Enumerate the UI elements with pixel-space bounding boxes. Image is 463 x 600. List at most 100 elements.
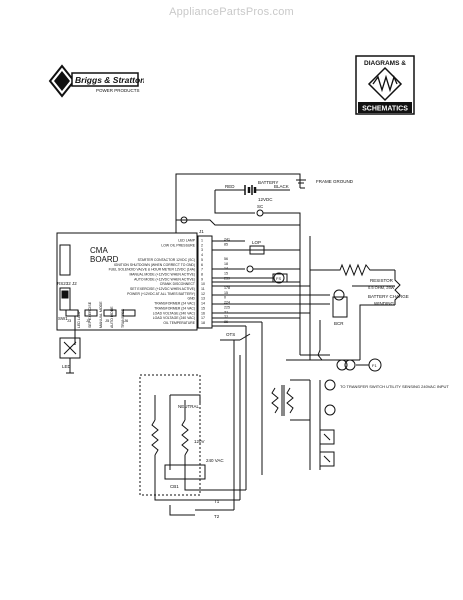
pin-description: IGNITION SHUTDOWN (WHEN CORRECT TO GND) (114, 263, 195, 267)
neutral-label: NEUTRAL (178, 404, 200, 409)
charge-winding (394, 270, 401, 305)
led-label: LED (62, 364, 72, 369)
pin-number: 11 (201, 287, 205, 291)
pin-number: 5 (201, 258, 203, 262)
pin-description: LOAD VOLTAGE (240 VAC) (153, 311, 195, 315)
battery-charge-label: BATTERY CHARGE (368, 294, 409, 299)
pin-description: TRANSFORMER (24 VAC) (154, 306, 195, 310)
resistor-label: RESISTOR (370, 278, 394, 283)
wire-number: 15 (224, 291, 228, 295)
pin-description: GND (187, 297, 195, 301)
wire-number: 225 (224, 305, 230, 309)
stator-winding-2 (181, 419, 189, 456)
pin-description: SET EXERCISE (+12VDC WHEN ACTIVE) (130, 287, 195, 291)
board-bottom-label: AUTO MODE (110, 306, 114, 328)
pin-number: 12 (201, 292, 205, 296)
j1-label: J1 (199, 229, 204, 234)
wire-number: T1 (224, 310, 228, 314)
board-bottom-label: LED LAMP (77, 310, 81, 328)
j4-label: J4 (86, 318, 91, 323)
pin-number: 14 (201, 302, 205, 306)
bcr-relay (332, 296, 348, 318)
pin-number: 4 (201, 253, 203, 257)
wire-number: 178 (224, 286, 230, 290)
pin-description: LED LAMP (178, 239, 196, 243)
pin-number: 2 (201, 243, 203, 247)
t2-label: T2 (214, 514, 220, 519)
wire-number: 85 (224, 242, 228, 246)
pin-number: 15 (201, 306, 205, 310)
wire-number: 224 (224, 301, 230, 305)
pin-description: CRANK DISCONNECT (160, 282, 195, 286)
wire-number: 0 (224, 296, 226, 300)
rs232-label: RS232 (57, 281, 71, 286)
pin-description: AUTO MODE (+12VDC WHEN ACTIVE) (134, 277, 195, 281)
wire-number: 239 (224, 276, 230, 280)
transfer-label: TO TRANSFER SWITCH UTILITY SENSING 240VA… (340, 384, 449, 389)
wire-number: 241 (224, 238, 230, 242)
lop-switch (249, 245, 265, 255)
winding-label: WINDING (374, 301, 394, 306)
sc-label: SC (257, 204, 264, 209)
board-title: CMA (90, 246, 108, 255)
wire-number: T2 (224, 315, 228, 319)
black-label: BLACK (274, 184, 289, 189)
pin-description: FUEL SOLENOID VALVE & HOUR METER 12VDC (… (109, 268, 195, 272)
transfer-relay-1 (319, 429, 335, 445)
cma-board (56, 232, 198, 331)
wire-number: 56 (224, 257, 228, 261)
stator-winding-1 (151, 419, 159, 456)
wire-number: 15 (224, 271, 228, 275)
pin-number: 18 (201, 321, 205, 325)
badge-bottom-text: SCHEMATICS (362, 106, 408, 113)
j2-label: J2 (72, 281, 77, 286)
board-bottom-label: MANUAL MODE (99, 301, 103, 328)
pin-number: 3 (201, 248, 203, 252)
pin-number: 17 (201, 316, 205, 320)
lop-label: LOP (252, 240, 261, 245)
cb1-label: CB1 (170, 484, 179, 489)
pin-number: 7 (201, 268, 203, 272)
j2-connector (59, 244, 71, 276)
badge-top-text: DIAGRAMS & (364, 60, 406, 67)
alternator-frame (139, 374, 201, 496)
pin-number: 8 (201, 272, 203, 276)
t1-label: T1 (214, 499, 220, 504)
board-bottom-label: SET EXERCISE (88, 301, 92, 328)
brand-tagline: POWER PRODUCTS (96, 88, 140, 93)
frame-ground-label: FRAME GROUND (316, 179, 354, 184)
pin-description: OIL TEMPERATURE (163, 321, 195, 325)
briggs-stratton-logo: Briggs & Stratton POWER PRODUCTS (48, 64, 144, 98)
resistor-value: 0.5 OHM, 25W (368, 285, 395, 290)
pin-number: 1 (201, 239, 203, 243)
pin-description: TRANSFORMER (24 VAC) (154, 302, 195, 306)
pin-number: 16 (201, 311, 205, 315)
ots-label: OTS (226, 332, 235, 337)
bcr-label: BCR (334, 321, 344, 326)
battery-voltage: 12VDC (258, 197, 273, 202)
diagrams-schematics-badge: DIAGRAMS & SCHEMATICS (355, 55, 415, 115)
pin-description: POWER (+12VDC AT ALL TIMES BATTERY) (127, 292, 195, 296)
j3-label: J3 (67, 318, 72, 323)
pin-number: 13 (201, 297, 205, 301)
j5-label: J5 (105, 318, 110, 323)
board-bottom-label: TRANSFER (121, 308, 125, 328)
sw1-switch (59, 287, 71, 311)
brand-name: Briggs & Stratton (75, 75, 144, 85)
j6-label: J6 (124, 318, 129, 323)
wire-number: 18 (224, 262, 228, 266)
red-label: RED (225, 184, 235, 189)
wire-number: 14 (224, 267, 228, 271)
pin-number: 10 (201, 282, 205, 286)
cb1-breaker (164, 464, 206, 480)
transfer-relay-2 (319, 451, 335, 467)
wire-number: 86 (224, 320, 228, 324)
pin-description: LOW OIL PRESSURE (161, 243, 195, 247)
board-subtitle: BOARD (90, 255, 119, 264)
pin-number: 9 (201, 277, 203, 281)
v120-label: 120V (194, 439, 205, 444)
resistor (310, 263, 395, 277)
battery-label: BATTERY (258, 180, 278, 185)
